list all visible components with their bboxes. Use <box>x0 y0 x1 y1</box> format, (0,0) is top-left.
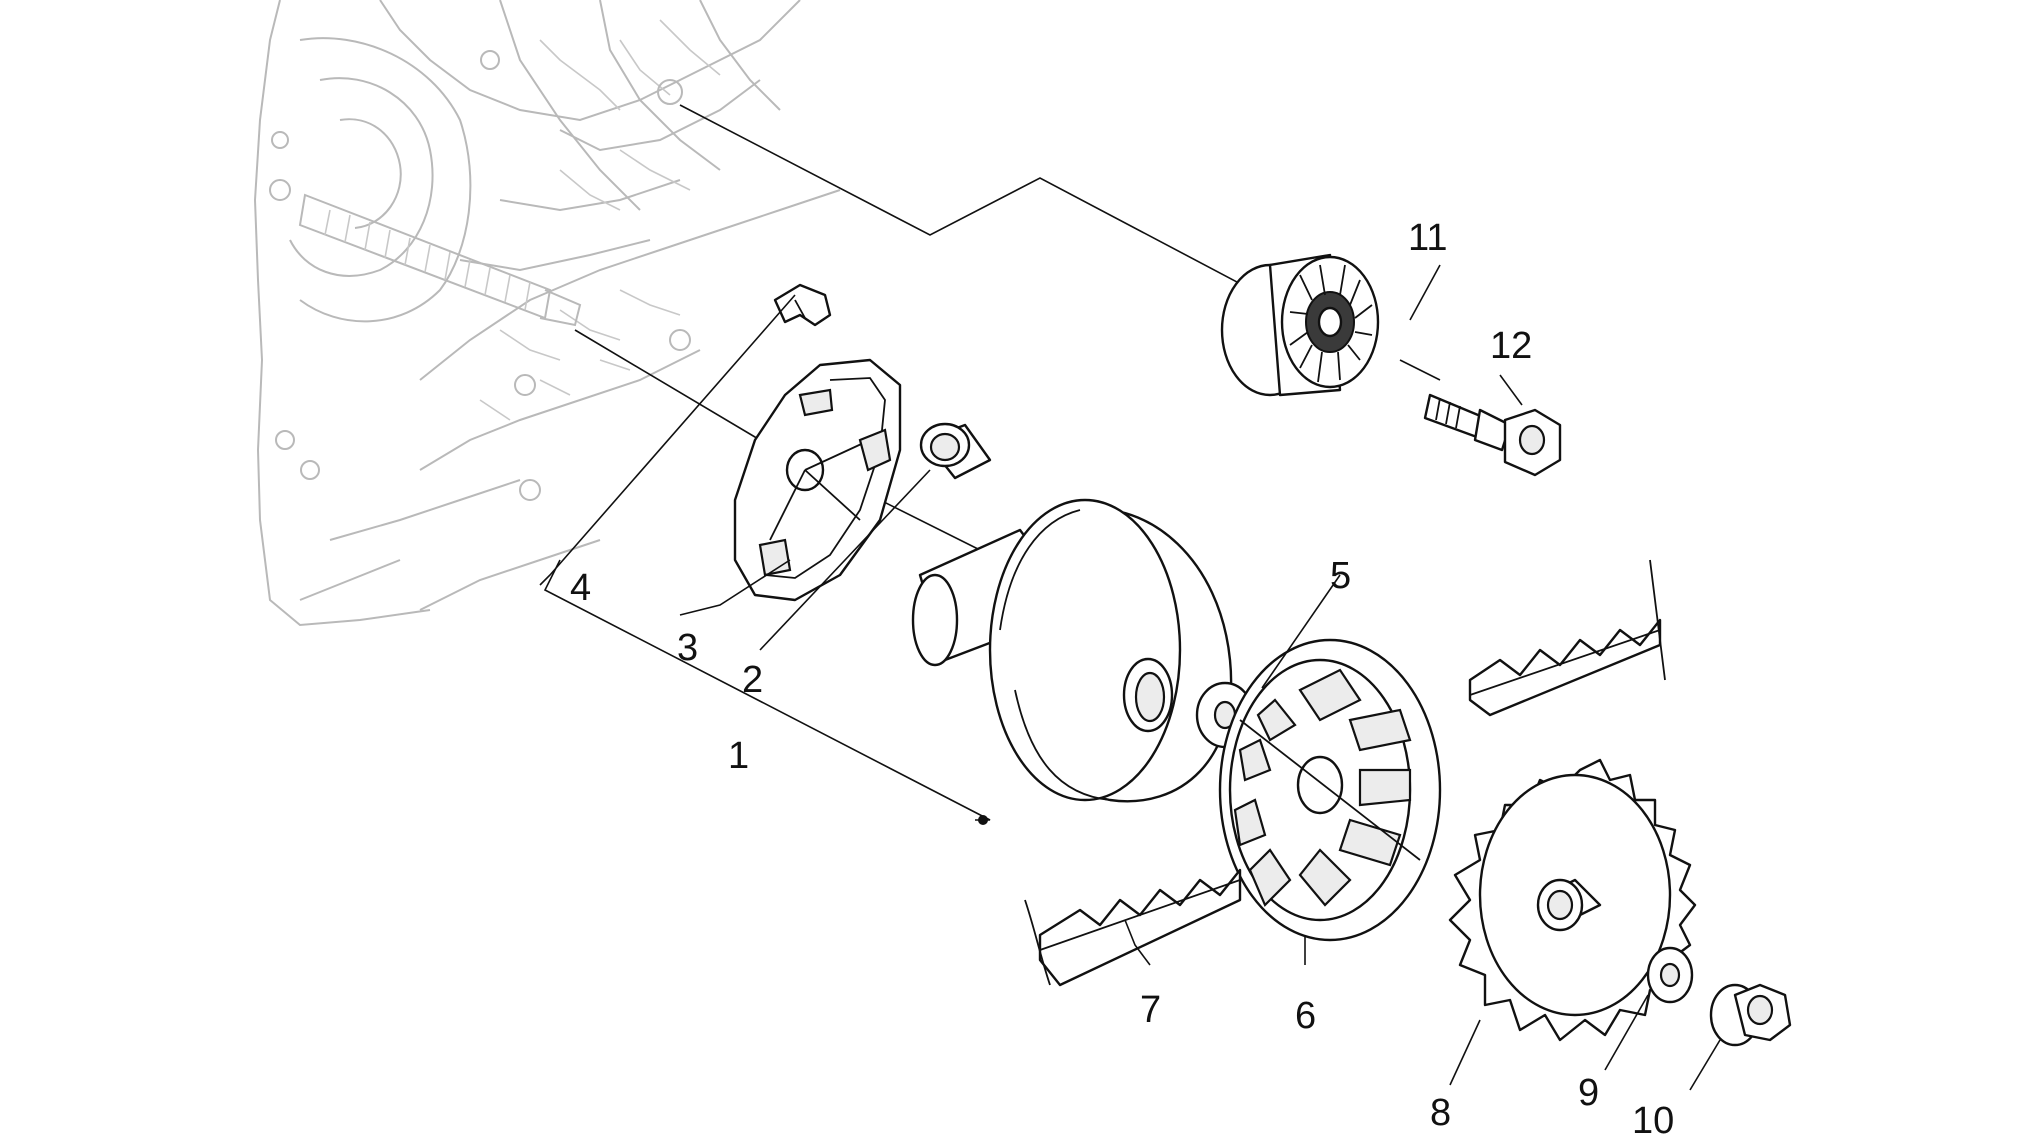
part-9-washer <box>1646 946 1694 1004</box>
label-12: 12 <box>1490 325 1532 367</box>
label-11: 11 <box>1408 217 1447 259</box>
part-8-gear <box>1448 758 1697 1042</box>
label-10: 10 <box>1632 1100 1674 1141</box>
part-10-nut <box>1709 983 1792 1047</box>
label-4: 4 <box>570 567 591 609</box>
part-number-labels: 1 2 3 4 5 6 7 8 9 10 11 12 <box>570 217 1674 1141</box>
label-1: 1 <box>728 735 749 777</box>
part-3-ramp-plate <box>733 358 902 602</box>
label-5: 5 <box>1330 555 1351 597</box>
part-4-slider-clip <box>773 283 832 327</box>
label-9: 9 <box>1578 1072 1599 1114</box>
label-7: 7 <box>1140 989 1161 1031</box>
label-3: 3 <box>677 627 698 669</box>
part-1-drive-pulley <box>911 498 1233 803</box>
label-6: 6 <box>1295 995 1316 1037</box>
reference-dot <box>978 815 988 825</box>
label-2: 2 <box>742 659 763 701</box>
part-11-idler-roller <box>1220 253 1380 397</box>
label-leaders <box>539 264 1721 1091</box>
part-2-bushing <box>919 422 992 480</box>
label-8: 8 <box>1430 1092 1451 1134</box>
part-12-bolt <box>1423 393 1562 477</box>
part-6-fan-pulley <box>1218 638 1442 942</box>
part-7-drive-belt <box>1024 559 1666 987</box>
